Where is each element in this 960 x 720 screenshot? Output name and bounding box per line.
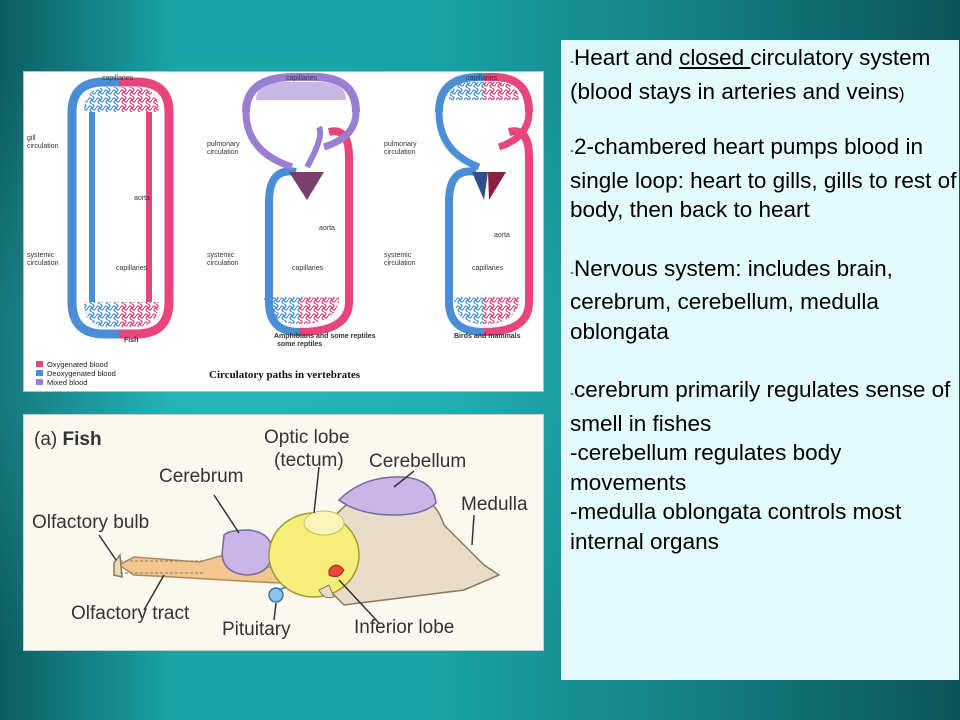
fish-circulation-panel: capillaries capillaries gill circulation… (27, 75, 174, 344)
amphibian-systemic-label-1: systemic (207, 252, 235, 259)
fish-capillaries-top-label: capillaries (102, 75, 134, 82)
bird-capillaries-top-label: capillaries (466, 75, 498, 82)
amphibian-panel-title-2: some reptiles (277, 341, 322, 348)
blood-legend: Oxygenated blood Deoxygenated blood Mixe… (36, 360, 116, 387)
legend-mixed-label: Mixed blood (47, 378, 87, 387)
bird-pulmonary-label-1: pulmonary (384, 141, 417, 148)
circulatory-diagram: capillaries capillaries gill circulation… (27, 73, 533, 387)
amphibian-pulmonary-label-2: circulation (207, 149, 239, 156)
circulatory-paths-figure: capillaries capillaries gill circulation… (23, 71, 544, 392)
circulation-caption: Circulatory paths in vertebrates (209, 369, 361, 381)
amphibian-pulmonary-label-1: pulmonary (207, 141, 240, 148)
olfactory-tract-label: Olfactory tract (71, 603, 190, 624)
pituitary-label: Pituitary (222, 619, 291, 640)
amphibian-panel-title: Amphibians and some reptiles (274, 333, 376, 340)
amphibian-aorta-label: aorta (319, 225, 335, 232)
bird-mammal-circulation-panel: capillaries capillaries pulmonary circul… (384, 73, 533, 340)
optic-lobe-label: Optic lobe (264, 427, 350, 448)
fish-panel-title: Fish (124, 337, 138, 344)
legend-swatch-oxygenated (36, 361, 43, 367)
bird-systemic-label-2: circulation (384, 260, 416, 267)
fish-gill-label-1: gill (27, 135, 36, 142)
olfactory-bulb-label: Olfactory bulb (32, 512, 149, 533)
legend-deoxygenated-label: Deoxygenated blood (47, 369, 116, 378)
amphibian-systemic-label-2: circulation (207, 260, 239, 267)
cerebellum-function-line: -cerebellum regulates body movements (570, 440, 842, 495)
amphibian-capillaries-bottom-label: capillaries (292, 265, 324, 272)
nervous-system-paragraph: -Nervous system: includes brain, cerebru… (570, 255, 893, 344)
bird-panel-title: Birds and mammals (454, 333, 521, 340)
closed-circulation-paragraph: -Heart and closed circulatory system (bl… (570, 45, 931, 104)
bird-aorta-label: aorta (494, 232, 510, 239)
fish-brain-illustration (113, 476, 501, 606)
inferior-lobe-label: Inferior lobe (354, 617, 454, 638)
fish-brain-figure: (a) Fish Op (23, 414, 544, 651)
brain-functions-paragraph: -cerebrum primarily regulates sense of s… (570, 377, 951, 554)
legend-swatch-deoxygenated (36, 370, 43, 376)
amphibian-capillaries-top-label: capillaries (286, 75, 318, 82)
fish-capillaries-bottom-label: capillaries (116, 265, 148, 272)
cerebrum-label: Cerebrum (159, 466, 243, 487)
notes-text-panel: -Heart and closed circulatory system (bl… (561, 40, 959, 680)
bird-pulmonary-label-2: circulation (384, 149, 416, 156)
fish-systemic-label-2: circulation (27, 260, 59, 267)
amphibian-circulation-panel: capillaries capillaries pulmonary circul… (207, 73, 376, 348)
legend-swatch-mixed (36, 379, 43, 385)
medulla-label: Medulla (461, 494, 528, 515)
brain-figure-title: (a) Fish (34, 429, 102, 450)
closed-underlined-word: closed (679, 45, 751, 70)
brain-pointer-lines (98, 466, 475, 624)
fish-aorta-label: aorta (134, 195, 150, 202)
fish-brain-diagram: (a) Fish Op (32, 427, 528, 640)
two-chambered-heart-paragraph: -2-chambered heart pumps blood in single… (570, 134, 957, 222)
medulla-function-line: -medulla oblongata controls most interna… (570, 499, 902, 554)
fish-gill-label-2: circulation (27, 143, 59, 150)
cerebellum-label: Cerebellum (369, 451, 466, 472)
fish-systemic-label-1: systemic (27, 252, 55, 259)
bird-systemic-label-1: systemic (384, 252, 412, 259)
tectum-label: (tectum) (274, 450, 344, 471)
legend-oxygenated-label: Oxygenated blood (47, 360, 108, 369)
bird-capillaries-bottom-label: capillaries (472, 265, 504, 272)
